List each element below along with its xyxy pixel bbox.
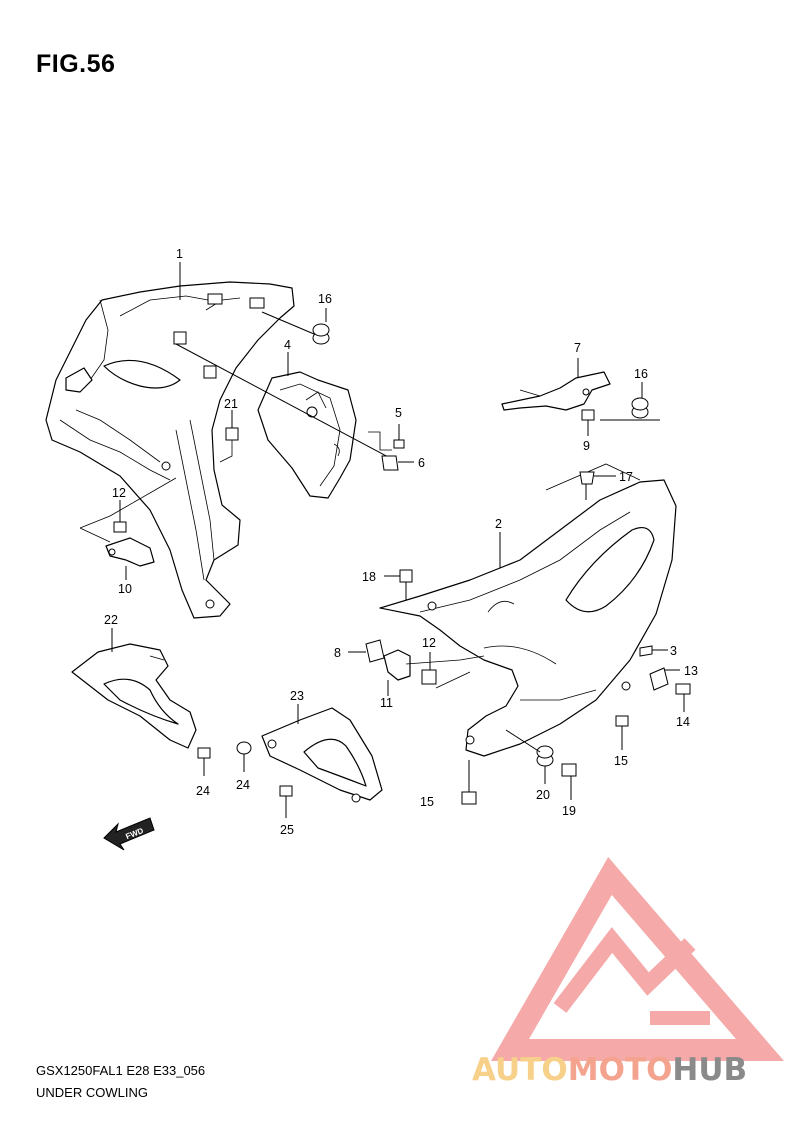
callout-15-bottom: 15	[420, 795, 434, 809]
callout-1: 1	[176, 247, 183, 261]
watermark-hub: HUB	[672, 1052, 747, 1088]
callout-20: 20	[536, 788, 550, 802]
leader-line	[368, 431, 392, 451]
part-16-grommet-right	[600, 382, 660, 421]
part-10-bracket	[105, 537, 155, 580]
callout-16-left: 16	[318, 292, 332, 306]
fwd-arrow-icon: FWD	[103, 817, 155, 851]
callout-6: 6	[418, 456, 425, 470]
model-code: GSX1250FAL1 E28 E33_056	[36, 1063, 206, 1078]
callout-8: 8	[334, 646, 341, 660]
watermark-moto: MOTO	[568, 1052, 673, 1088]
part-4-inner-panel	[257, 371, 357, 499]
part-25-screw	[279, 785, 293, 818]
callout-19: 19	[562, 804, 576, 818]
callout-3: 3	[670, 644, 677, 658]
part-6-nut	[381, 455, 414, 471]
part-15-screw-bottom	[461, 760, 477, 805]
callout-21: 21	[224, 397, 238, 411]
part-8-clip	[348, 639, 385, 663]
part-5-screw	[393, 424, 405, 449]
callout-10: 10	[118, 582, 132, 596]
callout-18: 18	[362, 570, 376, 584]
callout-17: 17	[619, 470, 633, 484]
part-11-bracket	[383, 649, 411, 696]
callout-labels: 1 2 3 4 5 6 7 8 9 10 11 12 12 13 14 15 1…	[104, 247, 698, 837]
part-19-screw	[561, 763, 577, 800]
part-20-grommet	[536, 745, 554, 784]
part-16-grommet	[312, 308, 330, 345]
section-name: UNDER COWLING	[36, 1085, 148, 1100]
watermark-text: AUTOMOTOHUB	[472, 1052, 747, 1088]
watermark-auto: AUTO	[472, 1052, 568, 1088]
callout-22: 22	[104, 613, 118, 627]
leader-line	[505, 729, 541, 753]
leader-line	[545, 463, 641, 491]
leader-line	[79, 527, 111, 543]
callout-16-right: 16	[634, 367, 648, 381]
part-2-right-under-cowling	[379, 479, 677, 757]
leader-line	[405, 655, 485, 665]
part-14-screw	[675, 683, 691, 712]
watermark-logo	[490, 857, 785, 1061]
part-23-lower-panel	[261, 707, 383, 803]
part-3-clip	[639, 645, 668, 657]
part-22-lower-panel	[71, 643, 197, 749]
figure-title: FIG.56	[36, 50, 116, 78]
callout-15-right: 15	[614, 754, 628, 768]
part-21-screw	[219, 410, 239, 463]
callout-7: 7	[574, 341, 581, 355]
part-1-left-under-cowling	[45, 281, 295, 619]
svg-text:AUTOMOTOHUB: AUTOMOTOHUB	[472, 1052, 747, 1088]
callout-12-right: 12	[422, 636, 436, 650]
callout-14: 14	[676, 715, 690, 729]
leader-line	[79, 477, 177, 529]
part-13-nut	[649, 667, 680, 691]
callout-2: 2	[495, 517, 502, 531]
callout-24-left: 24	[196, 784, 210, 798]
part-12-bolt-right	[421, 652, 437, 685]
part-24-screw-left	[197, 747, 211, 776]
callout-23: 23	[290, 689, 304, 703]
leader-line	[175, 343, 391, 459]
part-17-screw	[579, 471, 616, 500]
leader-line	[435, 671, 471, 689]
callout-12-left: 12	[112, 486, 126, 500]
part-12-bolt-left	[113, 500, 127, 533]
part-9-screw	[581, 409, 595, 436]
part-7-bracket	[501, 358, 611, 411]
callout-25: 25	[280, 823, 294, 837]
callout-11: 11	[380, 696, 393, 710]
part-15-screw-right	[615, 715, 629, 750]
callout-24-right: 24	[236, 778, 250, 792]
part-18-screw	[384, 569, 413, 600]
callout-5: 5	[395, 406, 402, 420]
part-24-grommet-right	[236, 741, 252, 772]
callout-4: 4	[284, 338, 291, 352]
leader-line	[261, 311, 315, 335]
callout-13: 13	[684, 664, 698, 678]
callout-9: 9	[583, 439, 590, 453]
